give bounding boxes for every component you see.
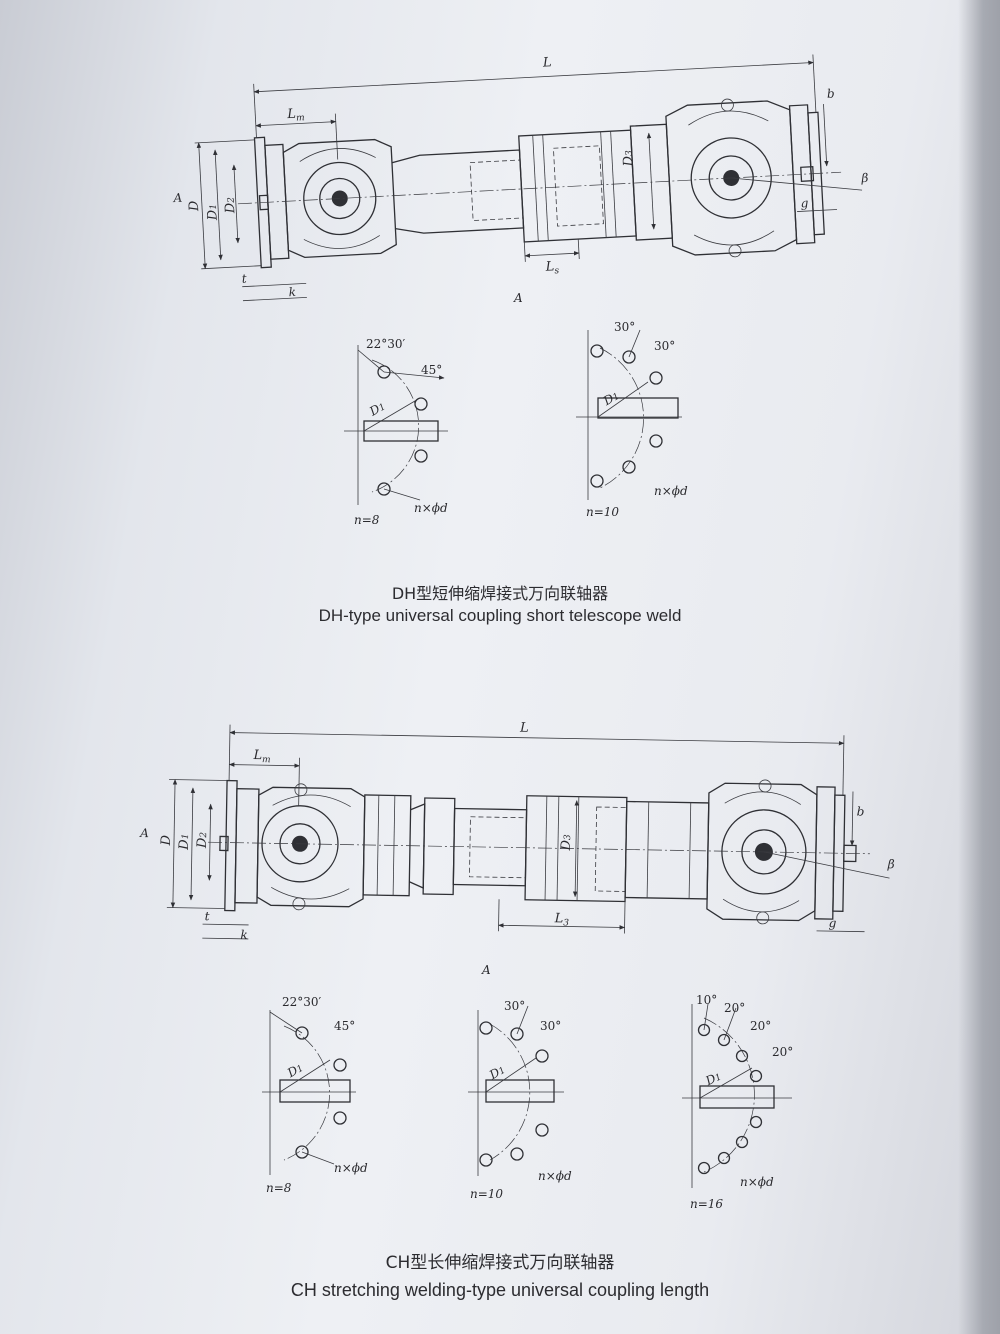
ch-flange-n16-angle-1: 10° [696,993,717,1007]
ch-dim-k: k [240,928,248,942]
dh-flange-n8-count: n=8 [354,513,380,527]
page-edge-shadow [958,0,1000,1334]
ch-flange-n10: 30° 30° D1 n×ϕd n=10 [468,999,572,1201]
ch-flange-n16-angle-2: 20° [724,1001,745,1015]
dh-dim-D3: D3 [621,149,637,167]
ch-caption-zh: CH型长伸缩焊接式万向联轴器 [385,1253,615,1273]
dh-flange-n10-hole: n×ϕd [654,484,688,498]
ch-dim-b: b [857,805,865,819]
dh-dim-L: L [542,55,552,70]
ch-flange-n8-hole: n×ϕd [334,1161,368,1175]
ch-flange-n10-angle-2: 30° [540,1019,561,1033]
dh-coupling-drawing: L Lm Ls A D D1 D2 D3 t k b g β [172,54,869,302]
ch-view-label-A: A [481,963,491,977]
ch-flange-n16-hole: n×ϕd [740,1175,774,1189]
dh-flange-n8-D1: D1 [366,399,387,419]
dh-flange-n8: 22°30′ 45° D1 n×ϕd n=8 [344,337,448,527]
dh-view-label-A: A [513,291,523,305]
dh-dim-D2: D2 [223,196,239,214]
ch-flange-n8: 22°30′ 45° D1 n×ϕd n=8 [262,995,368,1195]
ch-dim-D3: D3 [559,834,574,852]
dh-flange-n10-D1: D1 [600,388,621,408]
ch-dim-D2: D2 [195,832,210,850]
dh-dim-g: g [800,196,809,210]
ch-flange-n10-count: n=10 [470,1187,503,1201]
ch-caption-en: CH stretching welding-type universal cou… [290,1280,710,1300]
dh-flange-n10-angle-2: 30° [654,339,675,353]
dh-view-arrow-A: A [172,191,183,206]
ch-dim-t: t [205,909,210,923]
ch-view-arrow-A: A [139,826,149,840]
ch-flange-n16-count: n=16 [690,1197,723,1211]
dh-dim-D: D [187,200,203,213]
ch-dim-L3: L3 [554,911,570,928]
ch-dim-g: g [829,916,837,930]
dh-caption-en: DH-type universal coupling short telesco… [318,606,682,625]
ch-flange-n16-angle-4: 20° [772,1045,793,1059]
ch-flange-n10-hole: n×ϕd [538,1169,572,1183]
ch-dim-beta: β [887,857,895,871]
dh-flange-n8-angle-2: 45° [421,363,442,377]
dh-caption-zh: DH型短伸缩焊接式万向联轴器 [391,584,609,603]
dh-flange-n10-count: n=10 [586,505,619,519]
ch-coupling-drawing: L Lm L3 A D D1 D2 D3 t k b g β [139,721,895,942]
ch-flange-n8-count: n=8 [266,1181,292,1195]
dh-flange-n10-angle-1: 30° [614,320,635,334]
ch-dim-D: D [159,834,174,846]
ch-flange-n16: 10° 20° 20° 20° D1 n×ϕd n=16 [682,993,793,1211]
dh-dim-D1: D1 [205,204,221,222]
dh-flange-n8-angle-1: 22°30′ [366,337,406,351]
ch-dim-D1: D1 [177,833,192,850]
dh-dim-b: b [827,86,835,100]
ch-flange-n8-angle-1: 22°30′ [282,995,322,1009]
dh-dim-beta: β [860,171,869,185]
ch-flange-n16-angle-3: 20° [750,1019,771,1033]
dh-dim-k: k [288,285,296,299]
ch-flange-n10-angle-1: 30° [504,999,525,1013]
dh-flange-n10: 30° 30° D1 n×ϕd n=10 [576,320,688,519]
ch-dim-L: L [519,721,529,736]
dh-dim-t: t [241,271,247,285]
dh-dim-Ls: Ls [544,259,560,277]
dh-flange-n8-hole: n×ϕd [414,501,448,515]
ch-flange-n16-D1: D1 [703,1069,724,1089]
dh-dim-Lm: Lm [286,106,305,124]
ch-dim-Lm: Lm [252,748,270,765]
ch-flange-n8-angle-2: 45° [334,1019,355,1033]
